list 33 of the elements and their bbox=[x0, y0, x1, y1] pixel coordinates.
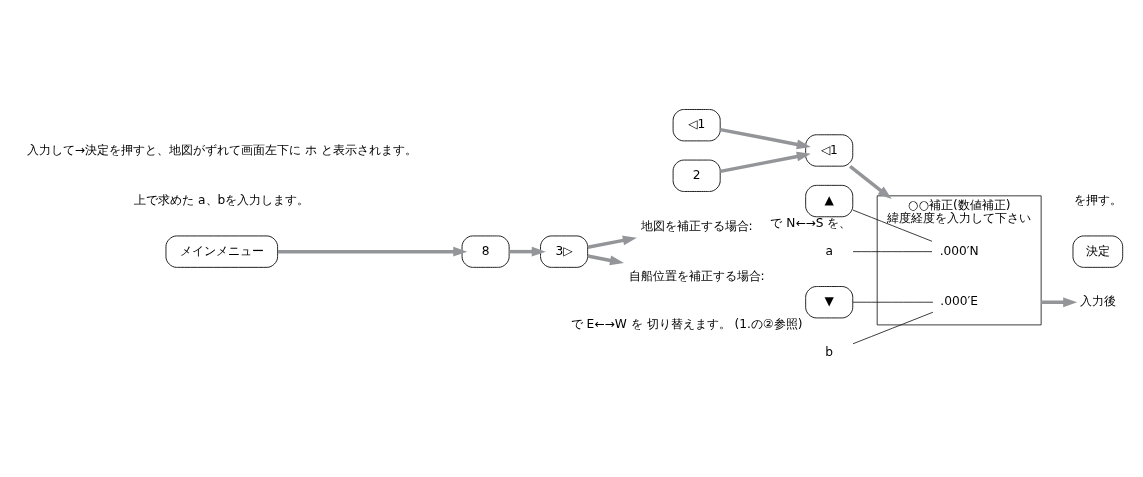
node-box: 3▷ bbox=[540, 235, 589, 268]
node-text: .000′N bbox=[939, 243, 979, 258]
connector bbox=[852, 311, 934, 344]
node-box: ◁1 bbox=[672, 108, 721, 141]
arrow bbox=[509, 246, 546, 257]
node-box: ◁1 bbox=[805, 133, 854, 167]
arrow bbox=[587, 253, 624, 265]
node-box: 決定 bbox=[1072, 235, 1124, 268]
node-text: 地図を補正する場合: bbox=[640, 218, 753, 233]
arrow bbox=[719, 127, 811, 149]
connector bbox=[852, 250, 933, 252]
node-box: メインメニュー bbox=[165, 235, 279, 268]
node-text: b bbox=[825, 344, 834, 359]
node-label: で N←→S を、 bbox=[770, 215, 852, 230]
arrow bbox=[277, 246, 468, 257]
node-box: ▲ bbox=[805, 184, 854, 217]
arrow bbox=[1041, 296, 1078, 307]
arrow bbox=[719, 151, 811, 173]
node-text: .000′E bbox=[940, 293, 978, 308]
node-text: 自船位置を補正する場合: bbox=[628, 268, 765, 283]
node-box: 8 bbox=[461, 235, 510, 268]
label: 入力して→決定を押すと、地図がずれて画面左下に ホ と表示されます。 bbox=[26, 142, 417, 157]
node-text: a bbox=[825, 243, 833, 258]
connector bbox=[852, 301, 934, 303]
node-box: 2 bbox=[672, 159, 721, 192]
node-label: で E←→W を 切り替えます。 (1.の②参照) bbox=[570, 316, 803, 331]
node-box: ▼ bbox=[805, 285, 854, 318]
label: 上で求めた a、bを入力します。 bbox=[134, 192, 310, 207]
node-text: 入力後 bbox=[1079, 293, 1116, 308]
arrow bbox=[587, 235, 637, 249]
node-text: を押す。 bbox=[1073, 192, 1122, 207]
connector bbox=[852, 209, 933, 242]
arrow bbox=[849, 164, 892, 199]
